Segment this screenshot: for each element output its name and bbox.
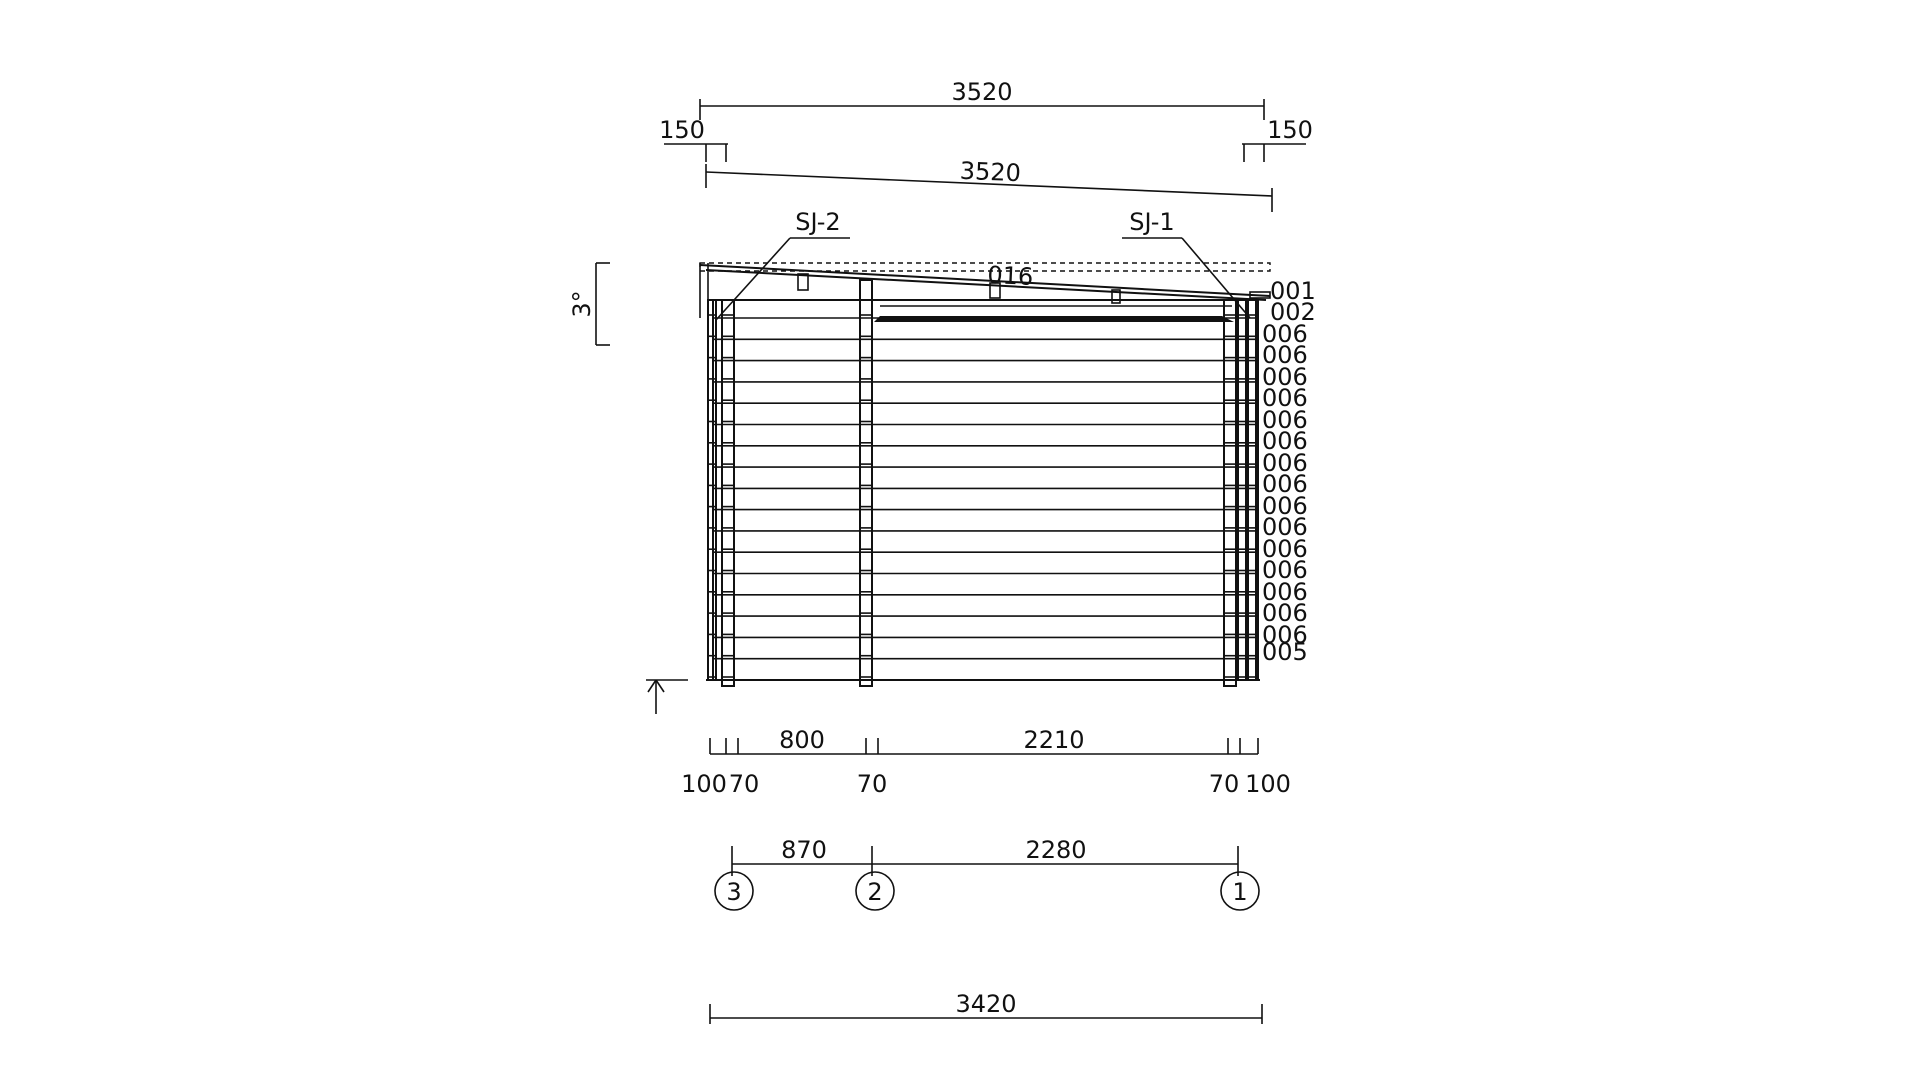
section-callout-left: SJ-2 — [715, 208, 850, 321]
row-code: 006 — [1262, 513, 1308, 541]
row-code: 006 — [1262, 449, 1308, 477]
roof-angle-label: 3° — [568, 290, 596, 317]
post-axis-1 — [1223, 299, 1237, 687]
roof-part-code: 016 — [987, 261, 1034, 291]
dim-overhang-left: 150 — [659, 116, 728, 162]
wall-outline — [712, 299, 1259, 681]
grid-axis-3: 3 — [714, 871, 754, 911]
section-callout-right: SJ-1 — [1122, 208, 1251, 319]
row-code: 005 — [1262, 638, 1308, 666]
log-courses — [708, 314, 1258, 681]
roof-bracket — [1249, 291, 1271, 299]
row-codes: 001 002 006 006 006 006 006 006 006 006 … — [1262, 277, 1316, 666]
grid-axis-2: 2 — [855, 871, 895, 911]
header-beam — [874, 316, 1234, 322]
dim-part-label: 70 — [1209, 770, 1240, 798]
row-code: 006 — [1262, 556, 1308, 584]
dim-bottom-segments: 800 2210 — [709, 726, 1259, 755]
row-code: 006 — [1262, 406, 1308, 434]
dim-segment-label: 2210 — [1023, 726, 1084, 754]
grid-axis-1: 1 — [1220, 871, 1260, 911]
dim-top-overall: 3520 — [699, 78, 1265, 120]
row-code: 006 — [1262, 621, 1308, 649]
dim-part-label: 100 — [1245, 770, 1291, 798]
row-code: 006 — [1262, 363, 1308, 391]
section-right-label: SJ-1 — [1129, 208, 1174, 236]
post-axis-3 — [721, 299, 735, 687]
roof-angle-marker: 3° — [568, 262, 610, 346]
dim-bottom-parts: 100 70 70 70 100 — [681, 770, 1291, 798]
roof-block — [1111, 289, 1121, 304]
log-wall — [706, 279, 1260, 687]
row-code: 006 — [1262, 535, 1308, 563]
row-code: 006 — [1262, 341, 1308, 369]
dim-segment-label: 800 — [779, 726, 825, 754]
dim-bottom-overall-label: 3420 — [955, 990, 1016, 1018]
roof-block — [989, 282, 1001, 299]
dim-overhang-right-label: 150 — [1267, 116, 1313, 144]
post-axis-2 — [859, 279, 873, 687]
grid-axis-label: 3 — [726, 878, 741, 906]
row-code: 001 — [1270, 277, 1316, 305]
dim-part-label: 100 — [681, 770, 727, 798]
level-arrow-icon — [646, 679, 688, 714]
row-code: 002 — [1270, 298, 1316, 326]
roof: 016 — [699, 261, 1271, 318]
section-left-label: SJ-2 — [795, 208, 840, 236]
dim-roof-slope-label: 3520 — [959, 157, 1021, 188]
roof-block — [797, 273, 809, 291]
dim-part-label: 70 — [729, 770, 760, 798]
row-code: 006 — [1262, 470, 1308, 498]
row-code: 006 — [1262, 384, 1308, 412]
dim-overhang-right: 150 — [1242, 116, 1313, 162]
row-code: 006 — [1262, 578, 1308, 606]
dim-overhang-left-label: 150 — [659, 116, 705, 144]
dim-bottom-overall: 3420 — [709, 990, 1263, 1024]
grid-axis-label: 1 — [1232, 878, 1247, 906]
row-code: 006 — [1262, 427, 1308, 455]
row-code: 006 — [1262, 492, 1308, 520]
dim-top-overall-label: 3520 — [951, 78, 1012, 106]
row-code: 006 — [1262, 599, 1308, 627]
dim-axis-spacing: 870 2280 — [731, 836, 1239, 876]
dim-axis-label: 870 — [781, 836, 827, 864]
dim-axis-label: 2280 — [1025, 836, 1086, 864]
grid-axis-label: 2 — [867, 878, 882, 906]
dim-part-label: 70 — [857, 770, 888, 798]
dim-roof-slope: 3520 — [705, 157, 1273, 212]
row-code: 006 — [1262, 320, 1308, 348]
